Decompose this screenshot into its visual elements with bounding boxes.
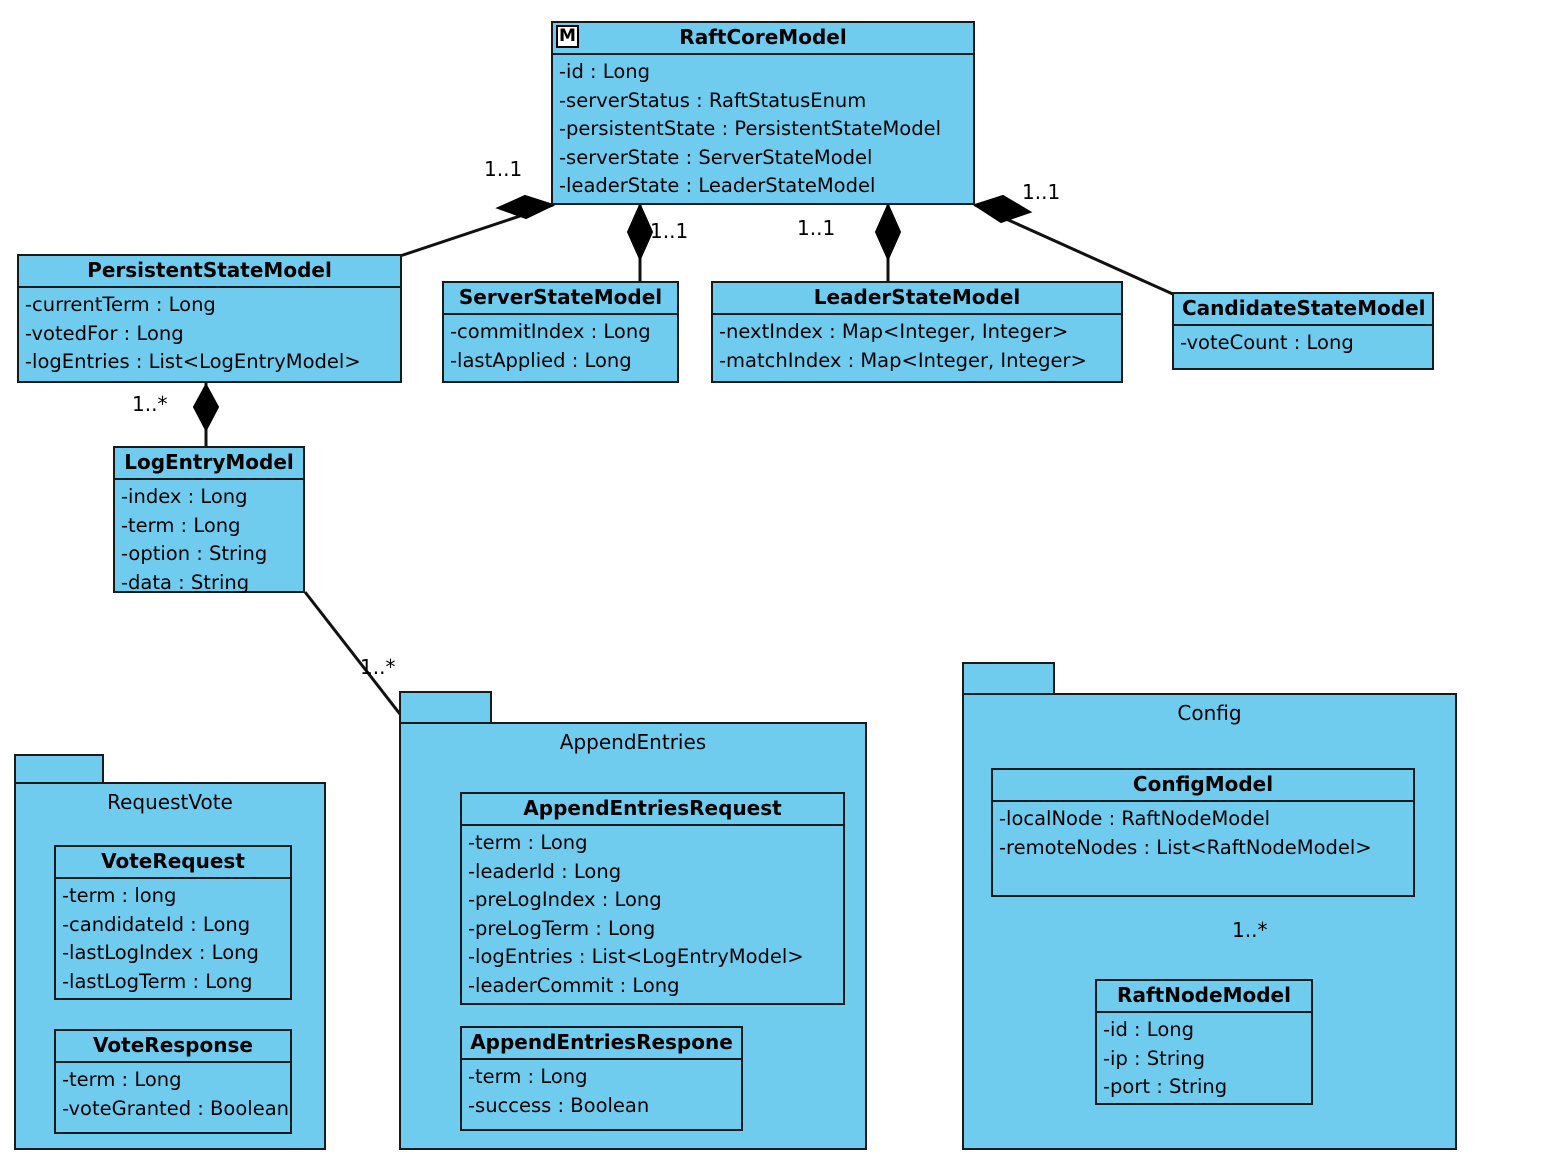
attribute-row: -commitIndex : Long [450, 320, 651, 343]
edge-raftcore-persistentstate [399, 194, 556, 258]
attribute-row: -data : String [121, 570, 250, 594]
attribute-row: -preLogIndex : Long [468, 888, 662, 912]
attribute-row: -localNode : RaftNodeModel [999, 807, 1271, 830]
class-name-append-entries-response: AppendEntriesRespone [462, 1028, 741, 1060]
multiplicity-raftnode: 1..* [1232, 918, 1268, 942]
attribute-row: -ip : String [1103, 1046, 1205, 1070]
multiplicity-leaderstate: 1..1 [797, 216, 836, 240]
attribute-row: -remoteNodes : List<RaftNodeModel> [999, 835, 1372, 859]
attribute-row: -leaderState : LeaderStateModel [559, 174, 876, 198]
attribute-row: -term : Long [62, 1068, 182, 1091]
edge-persistentstate-logentry [192, 382, 220, 448]
attribute-row: -votedFor : Long [25, 321, 184, 345]
package-title-request-vote: RequestVote [107, 790, 233, 814]
multiplicity-logentry: 1..* [132, 392, 168, 416]
class-attributes-config-model: -localNode : RaftNodeModel -remoteNodes … [993, 802, 1413, 868]
attribute-row: -port : String [1103, 1075, 1228, 1099]
attribute-row: -term : long [62, 884, 177, 907]
class-log-entry-model[interactable]: LogEntryModel -index : Long -term : Long… [113, 446, 305, 594]
attribute-row: -logEntries : List<LogEntryModel> [468, 945, 804, 969]
attribute-row: -voteCount : Long [1180, 331, 1354, 354]
class-config-model[interactable]: ConfigModel -localNode : RaftNodeModel -… [991, 768, 1415, 897]
attribute-row: -id : Long [1103, 1018, 1194, 1041]
package-tab-append-entries [399, 691, 492, 724]
class-name-config-model: ConfigModel [993, 770, 1413, 802]
attribute-row: -term : Long [468, 831, 588, 854]
attribute-row: -serverStatus : RaftStatusEnum [559, 88, 867, 112]
attribute-row: -lastApplied : Long [450, 348, 632, 372]
class-attributes-append-entries-response: -term : Long -success : Boolean [462, 1060, 741, 1126]
attribute-row: -voteGranted : Boolean [62, 1096, 290, 1120]
multiplicity-serverstate: 1..1 [650, 219, 689, 243]
class-name-log-entry-model: LogEntryModel [115, 448, 303, 480]
class-vote-response[interactable]: VoteResponse -term : Long -voteGranted :… [54, 1029, 292, 1134]
class-leader-state-model[interactable]: LeaderStateModel -nextIndex : Map<Intege… [711, 281, 1123, 383]
class-server-state-model[interactable]: ServerStateModel -commitIndex : Long -la… [442, 281, 679, 383]
package-tab-request-vote [14, 754, 104, 784]
attribute-row: -leaderCommit : Long [468, 973, 680, 997]
class-attributes-leader-state-model: -nextIndex : Map<Integer, Integer> -matc… [713, 315, 1121, 381]
attribute-row: -lastLogIndex : Long [62, 941, 259, 965]
multiplicity-appendentries: 1..* [360, 655, 396, 679]
attribute-row: -logEntries : List<LogEntryModel> [25, 350, 361, 374]
class-vote-request[interactable]: VoteRequest -term : long -candidateId : … [54, 845, 292, 1000]
class-name-vote-request: VoteRequest [56, 847, 290, 879]
class-name-append-entries-request: AppendEntriesRequest [462, 794, 843, 826]
attribute-row: -preLogTerm : Long [468, 916, 656, 940]
attribute-row: -index : Long [121, 485, 248, 508]
attribute-row: -nextIndex : Map<Integer, Integer> [719, 320, 1069, 343]
class-name-server-state-model: ServerStateModel [444, 283, 677, 315]
class-attributes-log-entry-model: -index : Long -term : Long -option : Str… [115, 480, 303, 603]
class-name-persistent-state-model: PersistentStateModel [19, 256, 400, 288]
attribute-row: -term : Long [121, 513, 241, 537]
attribute-row: -currentTerm : Long [25, 293, 216, 316]
class-attributes-vote-request: -term : long -candidateId : Long -lastLo… [56, 879, 290, 1002]
class-raft-node-model[interactable]: RaftNodeModel -id : Long -ip : String -p… [1095, 979, 1313, 1105]
attribute-row: -leaderId : Long [468, 859, 622, 883]
package-title-config: Config [1177, 701, 1242, 725]
edge-raftcore-leaderstate [874, 202, 902, 283]
attribute-row: -success : Boolean [468, 1093, 650, 1117]
class-name-vote-response: VoteResponse [56, 1031, 290, 1063]
class-attributes-append-entries-request: -term : Long -leaderId : Long -preLogInd… [462, 826, 843, 1006]
class-name-raft-node-model: RaftNodeModel [1097, 981, 1311, 1013]
class-attributes-vote-response: -term : Long -voteGranted : Boolean [56, 1063, 290, 1129]
attribute-row: -persistentState : PersistentStateModel [559, 117, 942, 141]
edge-raftcore-serverstate [626, 202, 654, 283]
class-persistent-state-model[interactable]: PersistentStateModel -currentTerm : Long… [17, 254, 402, 383]
attribute-row: -id : Long [559, 60, 650, 83]
attribute-row: -lastLogTerm : Long [62, 969, 253, 993]
multiplicity-candidatestate: 1..1 [1022, 180, 1061, 204]
package-tab-config [962, 662, 1055, 695]
attribute-row: -option : String [121, 542, 268, 566]
attribute-row: -term : Long [468, 1065, 588, 1088]
class-name-raft-core-model: RaftCoreModel [553, 23, 973, 55]
stereotype-badge-m: M [556, 25, 579, 48]
attribute-row: -candidateId : Long [62, 912, 251, 936]
attribute-row: -matchIndex : Map<Integer, Integer> [719, 348, 1087, 372]
multiplicity-persistentstate: 1..1 [484, 157, 523, 181]
class-candidate-state-model[interactable]: CandidateStateModel -voteCount : Long [1172, 292, 1434, 370]
class-append-entries-response[interactable]: AppendEntriesRespone -term : Long -succe… [460, 1026, 743, 1131]
class-raft-core-model[interactable]: M RaftCoreModel -id : Long -serverStatus… [551, 21, 975, 205]
class-attributes-server-state-model: -commitIndex : Long -lastApplied : Long [444, 315, 677, 381]
class-attributes-raft-node-model: -id : Long -ip : String -port : String [1097, 1013, 1311, 1108]
package-title-append-entries: AppendEntries [559, 730, 707, 754]
attribute-row: -serverState : ServerStateModel [559, 145, 873, 169]
class-name-leader-state-model: LeaderStateModel [713, 283, 1121, 315]
class-attributes-persistent-state-model: -currentTerm : Long -votedFor : Long -lo… [19, 288, 400, 383]
class-attributes-raft-core-model: -id : Long -serverStatus : RaftStatusEnu… [553, 55, 973, 207]
class-append-entries-request[interactable]: AppendEntriesRequest -term : Long -leade… [460, 792, 845, 1005]
class-name-candidate-state-model: CandidateStateModel [1174, 294, 1432, 326]
class-attributes-candidate-state-model: -voteCount : Long [1174, 326, 1432, 364]
